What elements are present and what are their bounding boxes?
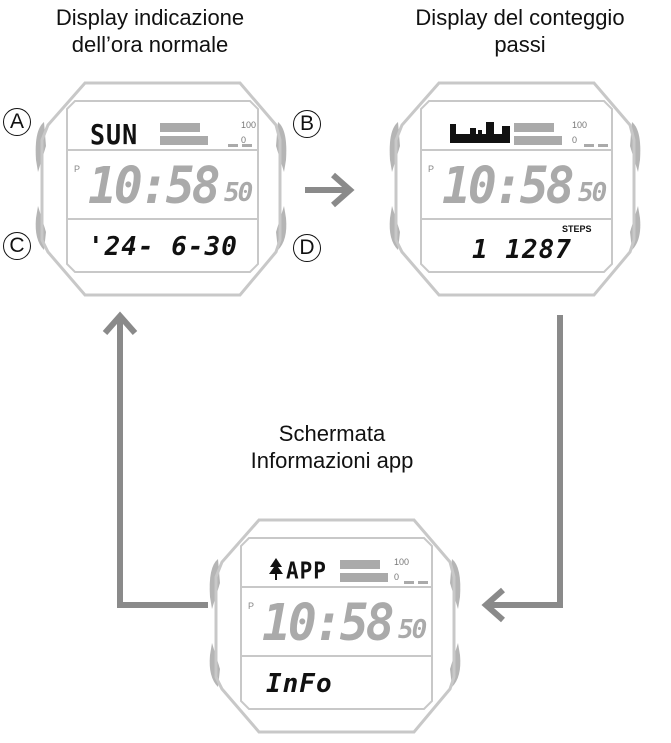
dash [228, 144, 238, 147]
scale-min: 0 [241, 135, 247, 145]
title-line: Display indicazione [55, 5, 245, 30]
dash [584, 144, 594, 147]
title-normal-time: Display indicazione dell’ora normale [0, 4, 300, 58]
battery-level-bars [340, 560, 388, 582]
seconds-display: 50 [578, 178, 607, 208]
title-step-count: Display del conteggio passi [370, 4, 670, 58]
pm-indicator: P [428, 164, 435, 174]
time-display: 10:58 [88, 156, 220, 216]
step-count-display: 1 1287 [472, 235, 572, 265]
watch-frame [35, 81, 287, 297]
time-display: 10:58 [262, 593, 394, 653]
dash [418, 581, 428, 584]
app-label: APP [286, 557, 327, 585]
watch-normal-time: SUN 100 0 P 10:58 50 '24- 6-30 [30, 80, 292, 302]
title-line: Display del conteggio [415, 5, 625, 30]
title-line: passi [494, 32, 546, 57]
seconds-display: 50 [224, 178, 253, 208]
title-app-info: Schermata Informazioni app [182, 420, 482, 474]
scale-min: 0 [394, 572, 400, 582]
title-line: Schermata [278, 421, 386, 446]
arrow-left-up-icon [102, 311, 208, 608]
app-icon [269, 558, 283, 580]
title-line: Informazioni app [250, 448, 414, 473]
scale-max: 100 [241, 120, 257, 130]
battery-level-bars [160, 123, 208, 145]
info-display: InFo [266, 669, 333, 699]
pm-indicator: P [248, 601, 255, 611]
button-label-b: B [293, 110, 321, 138]
watch-frame [389, 81, 641, 297]
battery-level-bars [514, 123, 562, 145]
scale-max: 100 [394, 557, 410, 567]
scale-max: 100 [572, 120, 588, 130]
time-display: 10:58 [442, 156, 574, 216]
seconds-display: 50 [398, 615, 427, 645]
dash [598, 144, 608, 147]
watch-app-info: APP 100 0 P 10:58 50 InFo [204, 517, 466, 739]
dash [404, 581, 414, 584]
button-label-c: C [3, 232, 31, 260]
button-label-a: A [3, 108, 31, 136]
arrow-down-left-icon [481, 315, 563, 623]
button-label-d: D [293, 234, 321, 262]
title-line: dell’ora normale [71, 32, 229, 57]
step-bar-graph-icon [450, 122, 510, 143]
watch-frame [209, 518, 461, 734]
steps-label: STEPS [562, 224, 592, 234]
date-display: '24- 6-30 [88, 232, 238, 262]
day-of-week: SUN [90, 118, 139, 151]
arrow-right-icon [305, 172, 355, 208]
scale-min: 0 [572, 135, 578, 145]
watch-step-count: 100 0 P 10:58 50 STEPS 1 1287 [384, 80, 646, 302]
pm-indicator: P [74, 164, 81, 174]
dash [242, 144, 252, 147]
